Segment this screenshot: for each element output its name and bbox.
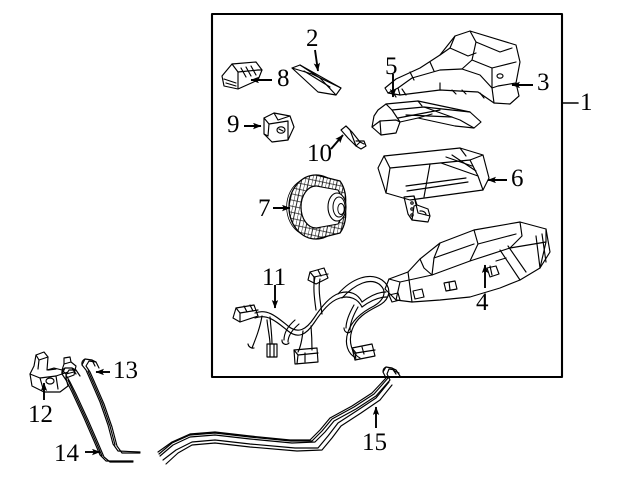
callout-label-10: 10 bbox=[307, 140, 332, 167]
callout-label-13: 13 bbox=[113, 357, 138, 384]
blower-wheel bbox=[286, 174, 347, 240]
callout-label-8: 8 bbox=[277, 65, 290, 92]
callout-label-15: 15 bbox=[362, 429, 387, 456]
upper-duct-housing bbox=[384, 30, 521, 105]
wiring-harness bbox=[232, 267, 390, 365]
actuator-motor bbox=[263, 112, 295, 143]
callout-label-7: 7 bbox=[258, 195, 271, 222]
mounting-bracket-pin bbox=[340, 125, 367, 150]
defroster-nozzle-duct bbox=[371, 100, 482, 136]
callout-label-12: 12 bbox=[28, 401, 53, 428]
callout-label-11: 11 bbox=[262, 264, 287, 291]
callout-label-14: 14 bbox=[54, 440, 79, 467]
callout-label-5: 5 bbox=[385, 53, 398, 80]
lower-case-tray bbox=[384, 221, 551, 303]
callout-label-2: 2 bbox=[306, 25, 319, 52]
air-distribution-vane bbox=[291, 64, 342, 96]
callout-label-6: 6 bbox=[511, 165, 524, 192]
resistor-connector-clip bbox=[221, 61, 263, 90]
callout-10-arrow bbox=[330, 134, 344, 150]
callout-label-1: 1 bbox=[580, 89, 593, 116]
callout-2-arrow bbox=[313, 49, 321, 72]
main-assembly-frame bbox=[210, 12, 564, 379]
heater-hose-outlet bbox=[61, 367, 134, 463]
callout-label-4: 4 bbox=[476, 289, 489, 316]
callout-label-3: 3 bbox=[537, 69, 550, 96]
heater-line-assembly bbox=[157, 366, 401, 465]
evaporator-core bbox=[377, 147, 490, 223]
heater-hose-inlet bbox=[81, 358, 141, 454]
callout-label-9: 9 bbox=[227, 111, 240, 138]
